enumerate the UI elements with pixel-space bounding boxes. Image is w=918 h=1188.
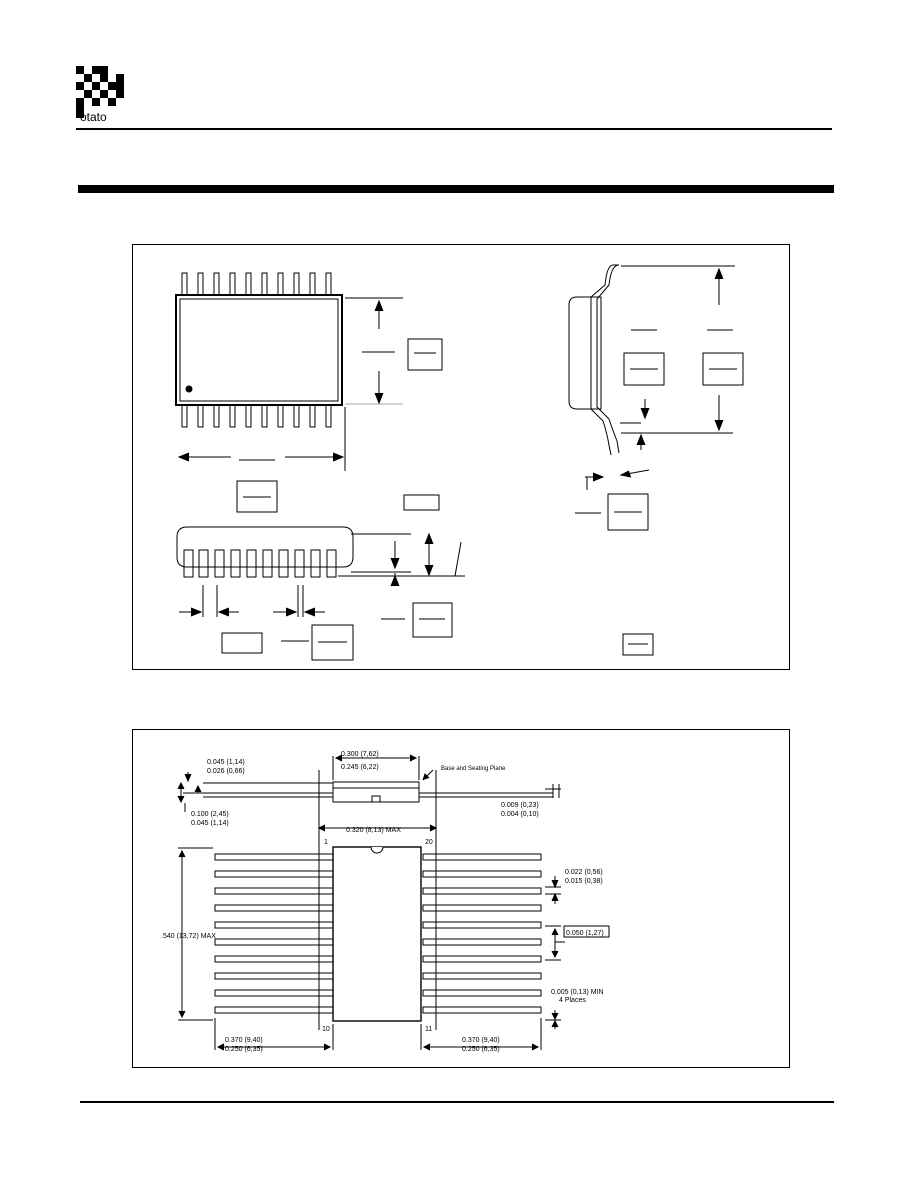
standoff-min: 0.045 (1,14) <box>191 820 229 827</box>
footer-rule <box>80 1101 834 1103</box>
package-outline-panel <box>132 244 790 670</box>
body-width-min: 0.245 (6,22) <box>341 764 379 771</box>
standoff-max: 0.100 (2,45) <box>191 811 229 818</box>
package-dimensions-panel: 0.045 (1,14) 0.026 (0,66) 0.100 (2,45) 0… <box>132 729 790 1068</box>
pin-1-label: 1 <box>324 839 328 846</box>
header-rule <box>76 128 832 130</box>
row-spacing: 0.320 (8,13) MAX <box>346 827 401 834</box>
pin-11-label: 11 <box>425 1026 432 1033</box>
company-logo-icon <box>76 66 124 118</box>
pin-10-label: 10 <box>322 1026 330 1033</box>
top-view-leads-top <box>181 272 332 298</box>
lead-pitch: 0.050 (1,27) <box>566 930 604 937</box>
seating-gap-max: 0.009 (0,23) <box>501 802 539 809</box>
title-band <box>78 185 834 193</box>
top-view-leads-bottom <box>181 402 332 428</box>
lead-width-max: 0.022 (0,56) <box>565 869 603 876</box>
lead-span-right-max: 0.370 (9,40) <box>462 1037 500 1044</box>
tip-gap: 0.005 (0,13) MIN <box>551 989 604 996</box>
seating-plane-label: Base and Seating Plane <box>441 766 506 772</box>
body-width-max: 0.300 (7,62) <box>341 751 379 758</box>
package-outline-drawing <box>175 264 744 661</box>
pin-20-label: 20 <box>425 839 433 846</box>
seating-gap-min: 0.004 (0,10) <box>501 811 539 818</box>
lead-span-left-max: 0.370 (9,40) <box>225 1037 263 1044</box>
lead-span-left-min: 0.250 (6,35) <box>225 1046 263 1053</box>
lead-span-right-min: 0.250 (6,35) <box>462 1046 500 1053</box>
tip-gap-note: 4 Places <box>559 997 586 1004</box>
package-dimensions-drawing: 0.045 (1,14) 0.026 (0,66) 0.100 (2,45) 0… <box>161 751 610 1053</box>
logo-wordmark: otato <box>80 110 107 124</box>
lead-width-min: 0.015 (0,38) <box>565 878 603 885</box>
lead-thickness-min: 0.026 (0,66) <box>207 768 245 775</box>
package-length: .540 (13,72) MAX <box>161 933 216 940</box>
lead-thickness-max: 0.045 (1,14) <box>207 759 245 766</box>
